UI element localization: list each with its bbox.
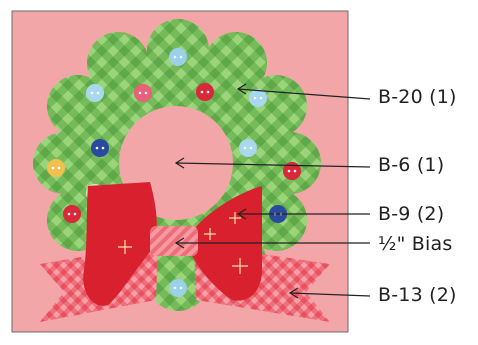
button-icon xyxy=(134,84,152,102)
button-icon xyxy=(196,83,214,101)
button-icon xyxy=(47,159,65,177)
leader-lines xyxy=(174,83,371,299)
button-icon xyxy=(283,162,301,180)
button-icon xyxy=(91,139,109,157)
label-b13: B-13 (2) xyxy=(378,284,457,306)
button-icon xyxy=(249,89,267,107)
label-bias: ½" Bias xyxy=(378,233,453,255)
label-b9: B-9 (2) xyxy=(378,203,445,225)
button-icon xyxy=(239,139,257,157)
button-icon xyxy=(169,279,187,297)
label-b20: B-20 (1) xyxy=(378,86,457,108)
button-icon xyxy=(63,205,81,223)
label-b6: B-6 (1) xyxy=(378,154,445,176)
button-icon xyxy=(169,48,187,66)
button-icon xyxy=(86,84,104,102)
bias-knot xyxy=(150,226,198,256)
